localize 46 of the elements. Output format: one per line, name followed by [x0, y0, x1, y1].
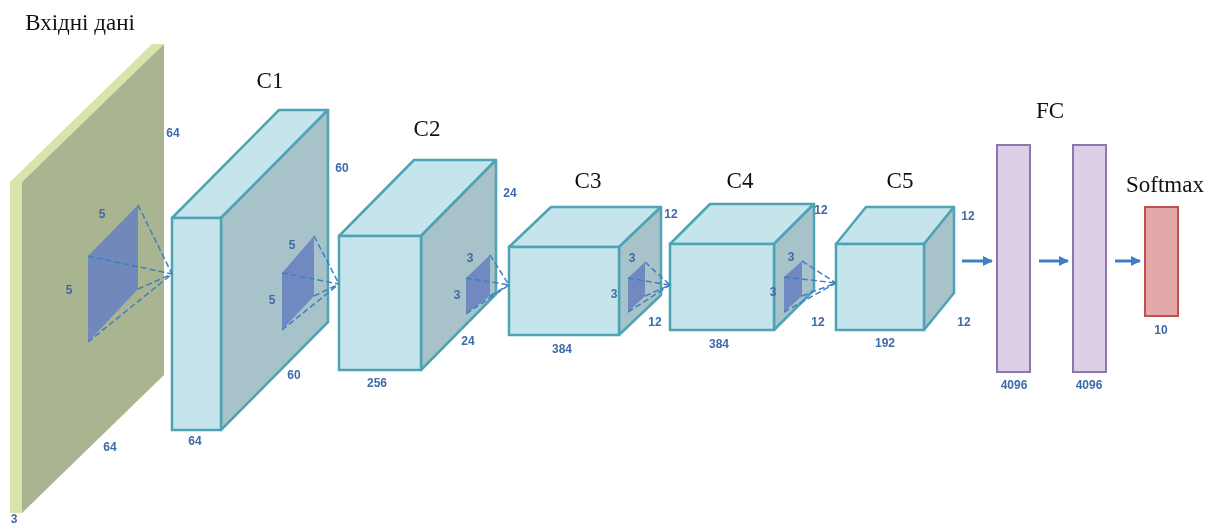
dimension-label: 64 — [166, 127, 180, 139]
projection-lines — [87, 204, 173, 343]
dimension-label: 384 — [552, 343, 572, 355]
dimension-label: 5 — [98, 208, 106, 220]
dimension-label: 3 — [610, 288, 618, 300]
projection-lines — [783, 260, 837, 313]
arrow — [1115, 256, 1141, 266]
dimension-label: 12 — [811, 316, 825, 328]
dimension-label: 3 — [466, 252, 474, 264]
layer-title: C1 — [256, 68, 284, 92]
dimension-label: 4096 — [1000, 379, 1028, 391]
arrow — [1039, 256, 1069, 266]
dimension-label: 5 — [288, 239, 296, 251]
dimension-label: 60 — [287, 369, 301, 381]
dimension-label: 24 — [503, 187, 517, 199]
projection-lines — [281, 235, 340, 331]
layer-title: C5 — [886, 168, 914, 192]
dimension-label: 60 — [335, 162, 349, 174]
dimension-label: 12 — [961, 210, 975, 222]
dimension-label: 12 — [957, 316, 971, 328]
dimension-label: 192 — [875, 337, 895, 349]
dimension-label: 12 — [814, 204, 828, 216]
dimension-label: 3 — [787, 251, 795, 263]
dimension-label: 4096 — [1075, 379, 1103, 391]
layer-title: C4 — [726, 168, 754, 192]
dimension-label: 3 — [10, 513, 18, 525]
dimension-label: 64 — [188, 435, 202, 447]
layer-title: C3 — [574, 168, 602, 192]
dimension-label: 12 — [648, 316, 662, 328]
dimension-label: 64 — [103, 441, 117, 453]
layer-title: FC — [1035, 98, 1065, 122]
projection-lines — [465, 254, 510, 315]
dimension-label: 10 — [1154, 324, 1168, 336]
layer-title: Вхідні дані — [25, 10, 135, 34]
dimension-label: 5 — [65, 284, 73, 296]
dimension-label: 256 — [367, 377, 387, 389]
layer-title: C2 — [413, 116, 441, 140]
arrow — [962, 256, 993, 266]
dimension-label: 5 — [268, 294, 276, 306]
dimension-label: 3 — [453, 289, 461, 301]
dimension-label: 24 — [461, 335, 475, 347]
projection-lines — [627, 261, 671, 313]
dimension-label: 3 — [628, 252, 636, 264]
layer-title: Softmax — [1126, 172, 1204, 196]
dimension-label: 384 — [709, 338, 729, 350]
dimension-label: 12 — [664, 208, 678, 220]
